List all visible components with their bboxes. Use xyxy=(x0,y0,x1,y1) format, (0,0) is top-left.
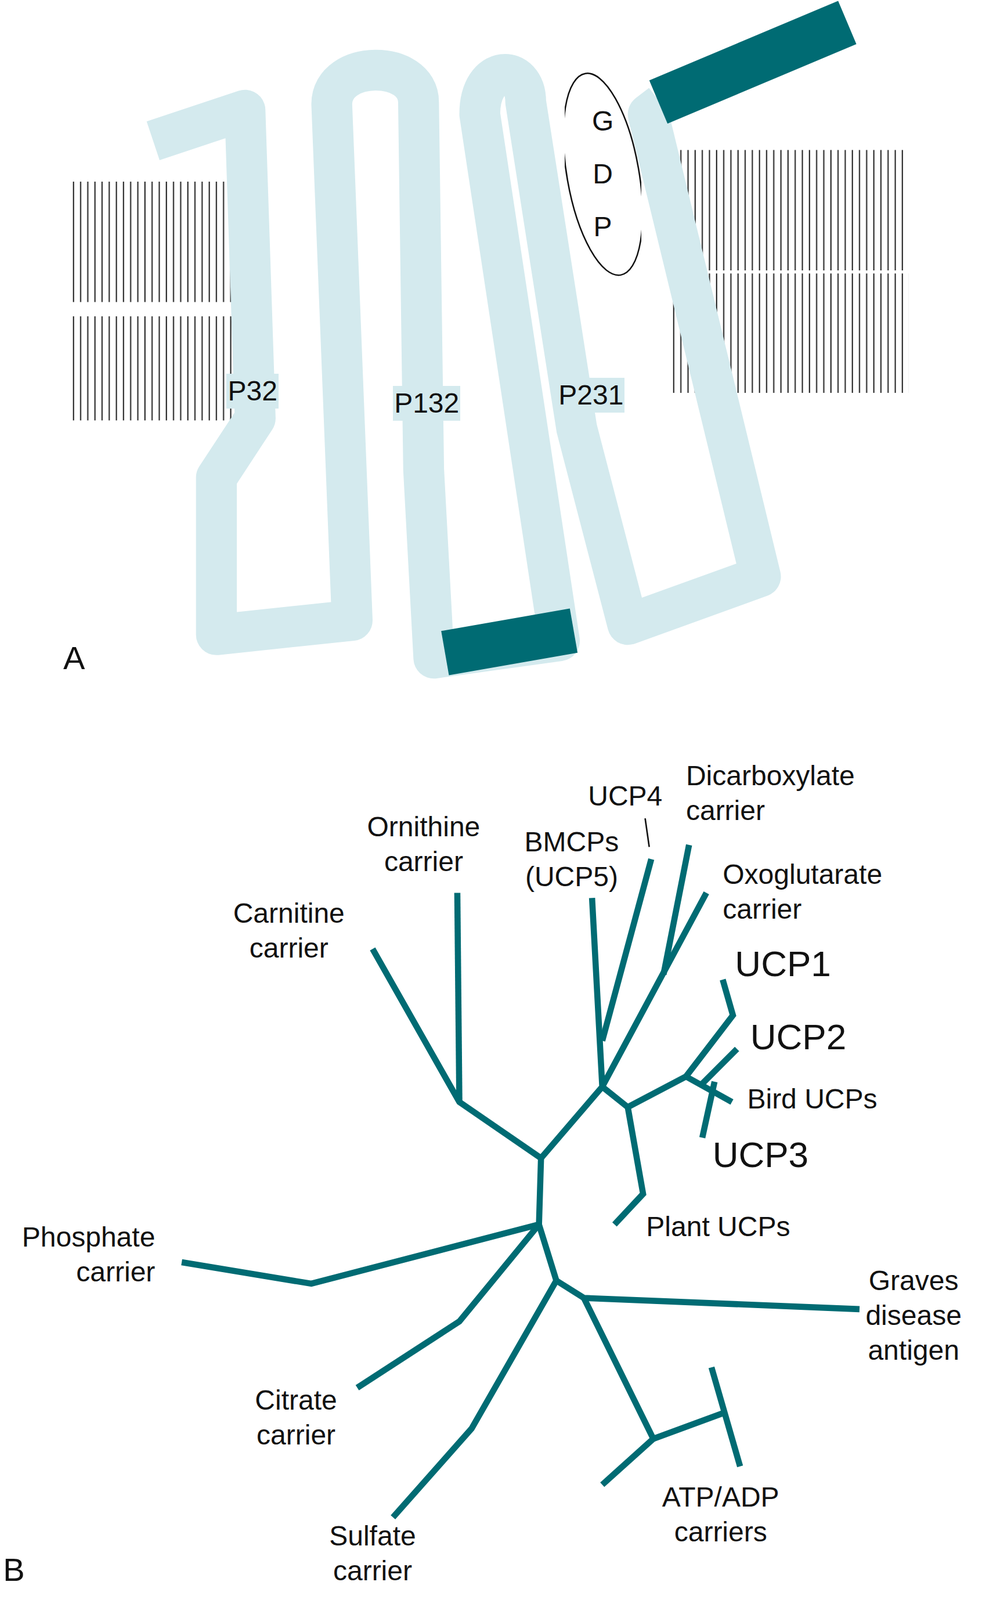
tree-branch xyxy=(614,1107,644,1225)
panel-letter: A xyxy=(63,637,110,679)
tree-branch xyxy=(392,1280,557,1518)
ligand-label: G D P xyxy=(589,94,617,254)
carrier-label: BMCPs (UCP5) xyxy=(510,824,633,895)
dark-segment xyxy=(658,22,847,103)
carrier-label: Oxoglutarate carrier xyxy=(722,857,927,927)
ellipse-outline xyxy=(564,69,642,280)
panel-letter: B xyxy=(2,1549,49,1591)
tree-branch xyxy=(711,1367,740,1467)
carrier-label: Bird UCPs xyxy=(746,1081,952,1117)
ucp-label: UCP3 xyxy=(712,1132,866,1178)
tree-branch xyxy=(602,1076,687,1108)
tree-branch xyxy=(583,1298,654,1486)
dark-segment xyxy=(445,630,574,654)
tree-branch xyxy=(540,897,603,1158)
tree-branch xyxy=(653,1413,724,1439)
tree-branch xyxy=(539,1158,557,1281)
carrier-label: Carnitine carrier xyxy=(212,896,366,966)
carrier-label: Plant UCPs xyxy=(645,1209,871,1245)
tree-branch xyxy=(457,893,460,1103)
residue-label: P231 xyxy=(557,377,625,413)
protein-chain xyxy=(153,70,761,659)
tree-branch xyxy=(702,1081,715,1139)
carrier-label: UCP4 xyxy=(576,778,674,814)
ucp-label: UCP2 xyxy=(750,1014,904,1060)
carrier-label: Phosphate carrier xyxy=(0,1219,155,1290)
tree-branch xyxy=(556,1280,860,1310)
residue-label: P32 xyxy=(226,373,279,409)
tree-branch xyxy=(181,1224,540,1284)
carrier-label: Sulfate carrier xyxy=(301,1518,444,1589)
binding-site-ellipse: G D P xyxy=(564,69,642,280)
carrier-label: Dicarboxylate carrier xyxy=(686,758,896,829)
carrier-label: ATP/ADP carriers xyxy=(644,1479,798,1550)
ucp-label: UCP1 xyxy=(734,941,888,987)
residue-label: P132 xyxy=(392,385,461,421)
leader-line xyxy=(645,818,650,847)
carrier-label: Graves disease antigen xyxy=(852,1263,976,1368)
tree-branch xyxy=(663,845,689,975)
carrier-label: Citrate carrier xyxy=(224,1383,368,1453)
carrier-label: Ornithine carrier xyxy=(352,809,496,880)
tree-branch xyxy=(702,1049,738,1085)
